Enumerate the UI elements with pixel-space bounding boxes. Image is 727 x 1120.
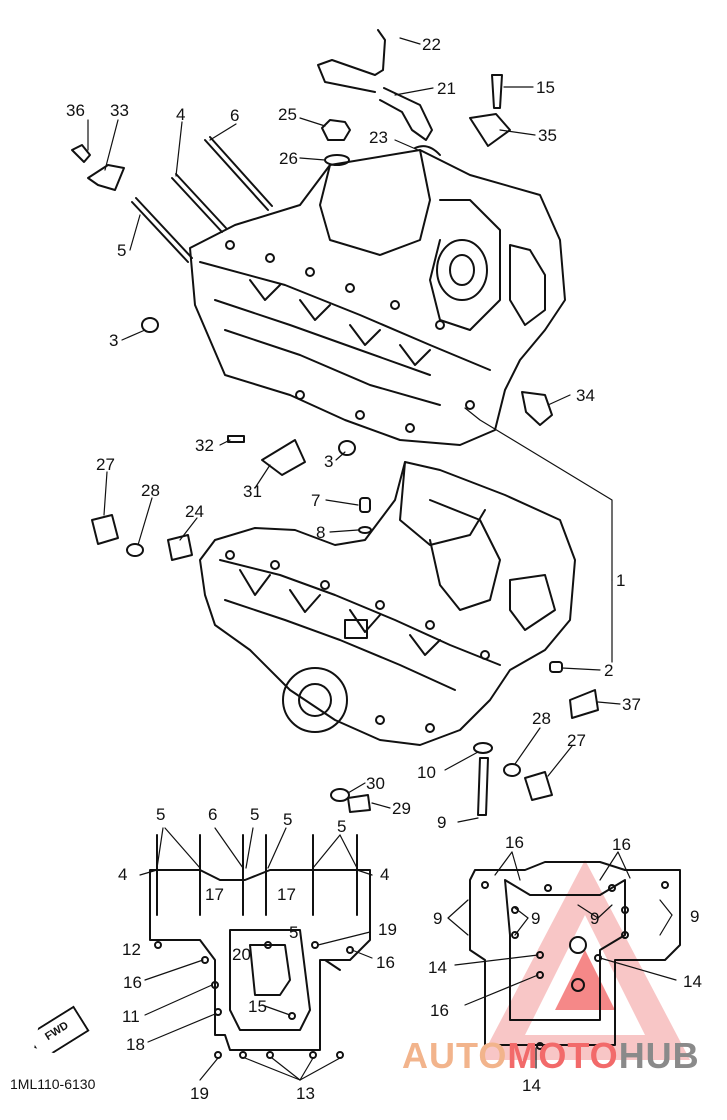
callout-5c: 5 bbox=[156, 805, 166, 824]
callout-16d: 16 bbox=[612, 835, 631, 854]
bracket-31 bbox=[261, 439, 306, 476]
callout-21: 21 bbox=[437, 79, 456, 98]
callout-20: 20 bbox=[232, 945, 251, 964]
washer-10 bbox=[473, 742, 493, 754]
oil-filler-cap bbox=[321, 119, 351, 166]
bolt-9 bbox=[477, 757, 489, 816]
watermark-text: AUTOMOTOHUB bbox=[402, 1038, 700, 1074]
callout-9c: 9 bbox=[531, 909, 541, 928]
callout-9d: 9 bbox=[590, 909, 600, 928]
callout-12: 12 bbox=[122, 940, 141, 959]
o-ring-30 bbox=[330, 788, 350, 802]
watermark-part-b: MOTO bbox=[507, 1035, 619, 1076]
plug-29 bbox=[347, 794, 371, 813]
callout-5: 5 bbox=[117, 241, 127, 260]
callout-7: 7 bbox=[311, 491, 321, 510]
clip-23 bbox=[414, 145, 441, 156]
dowel-7 bbox=[359, 497, 371, 513]
callout-31: 31 bbox=[243, 482, 262, 501]
upper-crankcase bbox=[189, 149, 566, 446]
callout-11: 11 bbox=[122, 1007, 140, 1026]
callout-9b: 9 bbox=[433, 909, 443, 928]
callout-25: 25 bbox=[278, 105, 297, 124]
callout-14c: 14 bbox=[522, 1076, 541, 1095]
callout-5g: 5 bbox=[289, 923, 299, 942]
callout-14: 14 bbox=[428, 958, 447, 977]
callout-8: 8 bbox=[316, 523, 326, 542]
callout-16e: 16 bbox=[430, 1001, 449, 1020]
breather-hose bbox=[317, 29, 433, 141]
callout-19b: 19 bbox=[190, 1084, 209, 1103]
bracket-35 bbox=[469, 113, 511, 147]
callout-32: 32 bbox=[195, 436, 214, 455]
callout-16b: 16 bbox=[376, 953, 395, 972]
callout-35: 35 bbox=[538, 126, 557, 145]
bracket-34 bbox=[521, 391, 553, 426]
callout-16: 16 bbox=[123, 973, 142, 992]
callout-18: 18 bbox=[126, 1035, 145, 1054]
callout-13: 13 bbox=[296, 1084, 315, 1103]
callout-9e: 9 bbox=[690, 907, 700, 926]
callout-19: 19 bbox=[378, 920, 397, 939]
bolt-32 bbox=[227, 435, 245, 443]
plug-27b bbox=[524, 771, 553, 801]
callout-33: 33 bbox=[110, 101, 129, 120]
callout-5f: 5 bbox=[337, 817, 347, 836]
callout-27b: 27 bbox=[567, 731, 586, 750]
callout-34: 34 bbox=[576, 386, 595, 405]
callout-2: 2 bbox=[604, 661, 614, 680]
callout-22: 22 bbox=[422, 35, 441, 54]
callout-23: 23 bbox=[369, 128, 388, 147]
callout-16c: 16 bbox=[505, 833, 524, 852]
callout-5d: 5 bbox=[250, 805, 260, 824]
callout-10: 10 bbox=[417, 763, 436, 782]
callout-3: 3 bbox=[109, 331, 119, 350]
callout-5e: 5 bbox=[283, 810, 293, 829]
callout-9: 9 bbox=[437, 813, 447, 832]
callout-15: 15 bbox=[536, 78, 555, 97]
diagram-code: 1ML110-6130 bbox=[10, 1076, 96, 1092]
callout-28: 28 bbox=[141, 481, 160, 500]
plug-27a bbox=[91, 514, 119, 545]
watermark-part-a: AUTO bbox=[402, 1035, 508, 1076]
callout-17b: 17 bbox=[277, 885, 296, 904]
callout-36: 36 bbox=[66, 101, 85, 120]
callout-6: 6 bbox=[230, 106, 240, 125]
cap-24 bbox=[167, 534, 193, 561]
callout-17: 17 bbox=[205, 885, 224, 904]
lower-case-bolt-pattern bbox=[469, 861, 681, 1050]
bolt-36 bbox=[71, 144, 91, 163]
callout-15b: 15 bbox=[248, 997, 267, 1016]
o-ring-28a bbox=[126, 543, 144, 557]
bolt-15 bbox=[491, 74, 503, 109]
o-ring-28b bbox=[503, 763, 521, 777]
plug-3 bbox=[141, 317, 159, 333]
o-ring-8 bbox=[358, 526, 372, 534]
plug-3b bbox=[338, 440, 356, 456]
callout-26: 26 bbox=[279, 149, 298, 168]
callout-28b: 28 bbox=[532, 709, 551, 728]
callout-4b: 4 bbox=[118, 865, 128, 884]
dowel-2 bbox=[549, 661, 563, 673]
forward-label: FWD bbox=[43, 1019, 71, 1044]
callout-27: 27 bbox=[96, 455, 115, 474]
callout-29: 29 bbox=[392, 799, 411, 818]
lower-crankcase bbox=[199, 461, 576, 746]
callout-6b: 6 bbox=[208, 805, 218, 824]
callout-24: 24 bbox=[185, 502, 204, 521]
callout-14b: 14 bbox=[683, 972, 702, 991]
callout-37: 37 bbox=[622, 695, 641, 714]
upper-case-bolt-pattern bbox=[149, 834, 371, 1059]
callout-30: 30 bbox=[366, 774, 385, 793]
callout-3b: 3 bbox=[324, 452, 334, 471]
callout-1: 1 bbox=[616, 571, 626, 590]
studs bbox=[131, 136, 273, 263]
bracket-33 bbox=[87, 164, 125, 191]
watermark-part-c: HUB bbox=[618, 1035, 700, 1076]
callout-4: 4 bbox=[176, 105, 186, 124]
callout-4c: 4 bbox=[380, 865, 390, 884]
bracket-37 bbox=[569, 689, 599, 719]
